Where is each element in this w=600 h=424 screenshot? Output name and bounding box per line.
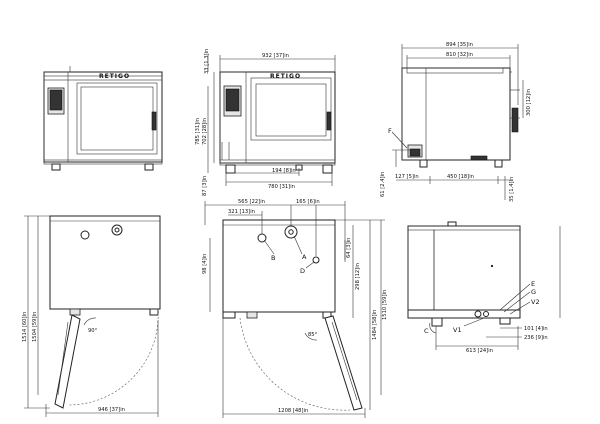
front-top-offset-label: 33 [1.3]in [204,49,210,74]
top-left-width-open-label: 946 [37]in [98,407,125,413]
rear-view [407,221,561,350]
front-feet-span-label: 780 [31]in [268,184,295,190]
rear-label-e: E [531,280,535,288]
top-mid-dim-321: 321 [13]in [228,209,255,215]
front-height-total-label: 785 [31]in [195,118,201,145]
top-mid-label-a: A [302,253,307,261]
top-left-depth-closed-label: 1504 [59]in [32,312,38,342]
side-label-f: F [388,127,392,135]
top-mid-depth-open-label: 1484 [58]in [372,310,378,340]
top-view-mid [204,201,385,418]
front-drain-offset-label: 194 [8]in [272,168,296,174]
brand-logo-main: RETIGO [270,73,301,80]
rear-dim-613: 613 [24]in [466,348,493,354]
front-height-body-label: 702 [28]in [202,118,208,145]
rear-dim-236: 236 [9]in [524,335,548,341]
top-mid-width-open-label: 1208 [48]in [278,408,308,414]
side-depth-body-label: 810 [32]in [446,52,473,58]
rear-label-v1: V1 [453,326,462,334]
top-mid-dim-565: 565 [22]in [238,199,265,205]
rear-label-c: C [424,327,429,335]
side-foot-offset-label: 127 [5]in [395,174,419,180]
rear-label-v2: V2 [531,298,540,306]
top-mid-depth-closed-label: 1510 [59]in [382,290,388,320]
front-view-main [207,55,336,186]
side-foot-height-label: 61 [2.4]in [380,172,386,197]
top-mid-dim-98: 98 [4]in [202,254,208,274]
top-mid-door-angle-label: 85° [308,332,318,338]
top-left-depth-open-label: 1514 [60]in [22,312,28,342]
side-handle-height-label: 300 [12]in [526,89,532,116]
front-view-small [43,66,163,171]
rear-label-g: G [531,288,536,296]
side-feet-span-label: 450 [18]in [447,174,474,180]
side-depth-total-label: 894 [35]in [446,42,473,48]
top-mid-label-b: B [271,254,275,262]
top-mid-dim-298: 298 [12]in [355,263,361,290]
top-mid-dim-64: 64 [3]in [346,238,352,258]
side-rear-foot-label: 35 [1.4]in [509,177,515,202]
brand-logo-small: RETIGO [99,73,130,80]
front-foot-height-label: 87 [3]in [202,176,208,196]
side-view [391,44,524,200]
top-view-left [24,215,161,417]
rear-dim-101: 101 [4]in [524,326,548,332]
top-left-door-angle-label: 90° [88,328,98,334]
top-mid-label-d: D [300,267,305,275]
top-mid-dim-165: 165 [6]in [296,199,320,205]
front-width-label: 932 [37]in [262,53,289,59]
